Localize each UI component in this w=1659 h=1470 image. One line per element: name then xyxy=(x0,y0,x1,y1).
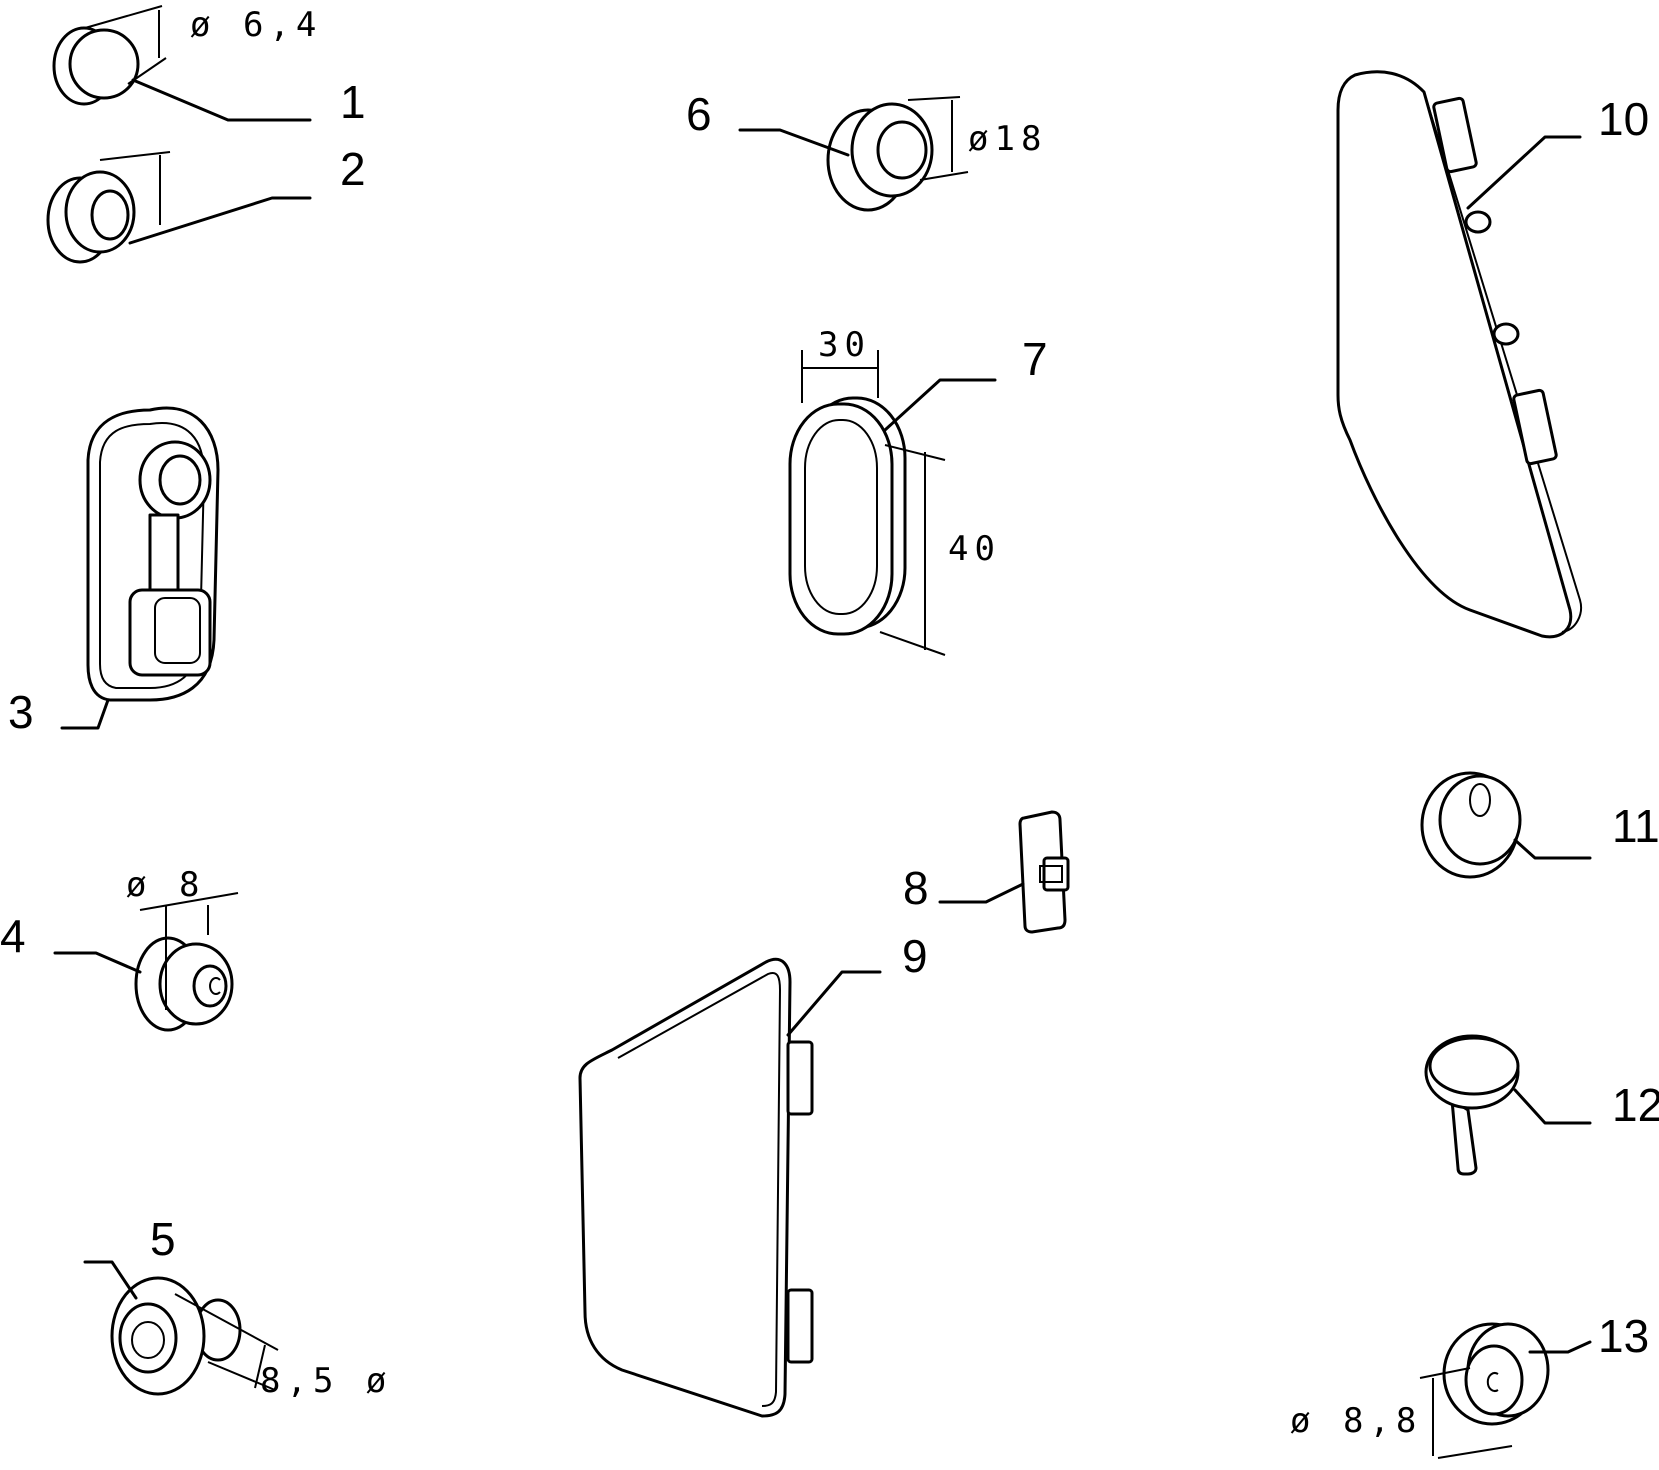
callout-10: 10 xyxy=(1598,93,1649,145)
part-8-small-clip[interactable] xyxy=(938,810,1070,934)
callout-7: 7 xyxy=(1022,333,1048,385)
callout-3: 3 xyxy=(8,686,34,738)
callout-13: 13 xyxy=(1598,1310,1649,1362)
callout-9: 9 xyxy=(902,930,928,982)
part-5-button-plug[interactable] xyxy=(83,1260,279,1396)
dimension-label-part-4: ø 8 xyxy=(126,865,205,905)
part-9-cover-panel[interactable] xyxy=(578,957,882,1418)
callout-4: 4 xyxy=(0,910,26,962)
part-11-plug[interactable] xyxy=(1420,771,1592,879)
callout-12: 12 xyxy=(1612,1079,1659,1131)
callout-1: 1 xyxy=(340,76,366,128)
callout-2: 2 xyxy=(340,143,366,195)
part-3-bracket-clip[interactable] xyxy=(60,406,220,730)
part-12-pin-fastener[interactable] xyxy=(1424,1034,1592,1176)
dimension-label-part-7-height: 40 xyxy=(948,529,1001,569)
dimension-label-part-7-width: 30 xyxy=(818,325,871,365)
callout-8: 8 xyxy=(903,862,929,914)
part-6-grommet[interactable] xyxy=(738,96,969,212)
dimension-label-part-5: 8,5 ø xyxy=(260,1361,392,1401)
dimension-label-part-13: ø 8,8 xyxy=(1290,1401,1422,1441)
part-7-oval-seal[interactable] xyxy=(788,350,997,656)
callout-11: 11 xyxy=(1612,800,1659,852)
part-4-small-grommet[interactable] xyxy=(53,892,239,1032)
part-13-small-grommet[interactable] xyxy=(1419,1322,1592,1459)
part-1-grommet-plug[interactable] xyxy=(52,5,312,122)
callout-6: 6 xyxy=(686,88,712,140)
callout-5: 5 xyxy=(150,1213,176,1265)
part-10-side-cover-panel[interactable] xyxy=(1336,70,1582,639)
part-2-grommet[interactable] xyxy=(46,151,312,264)
dimension-label-part-6: ø18 xyxy=(968,119,1047,159)
dimension-label-part-1: ø 6,4 xyxy=(190,5,322,45)
